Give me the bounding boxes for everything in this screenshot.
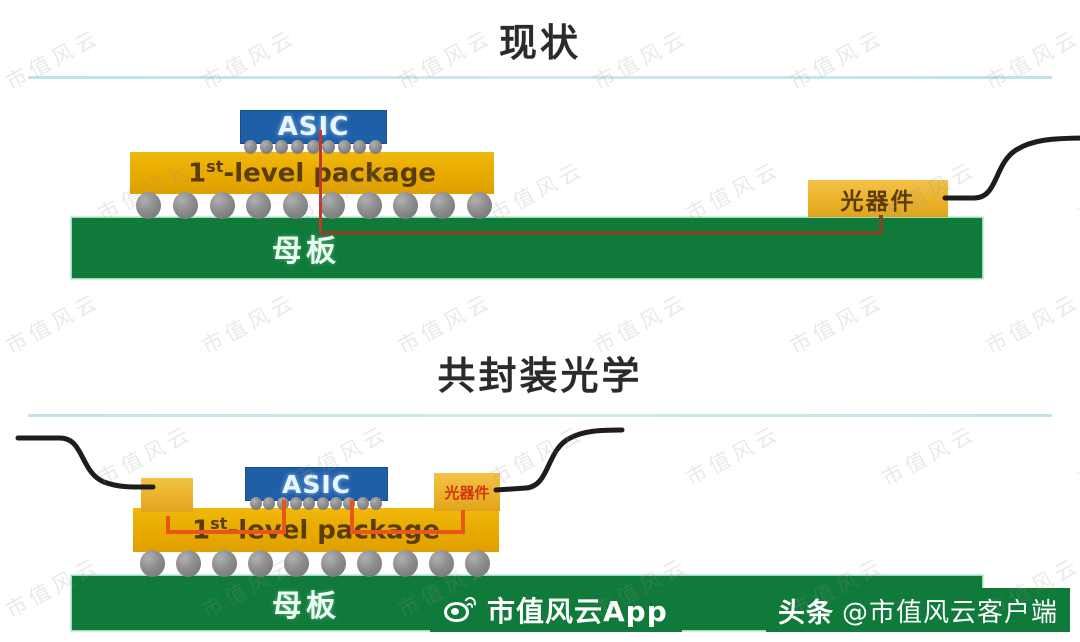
optical-device-right-cpo: 光器件 — [434, 473, 500, 511]
trace-left-vertical-optic-cpo — [166, 516, 170, 534]
optical-device-current: 光器件 — [808, 180, 948, 217]
optical-fiber-left-cpo — [15, 435, 156, 490]
trace-left-vertical-asic-cpo — [282, 500, 286, 534]
asic-label: ASIC — [277, 112, 350, 142]
package-label: 1st-level package — [188, 157, 436, 189]
optical-fiber-current — [942, 135, 1080, 201]
optical-device-label: 光器件 — [840, 188, 916, 215]
solder-ball-row-lower-current — [136, 192, 492, 219]
trace-right-vertical-optic-cpo — [461, 510, 465, 534]
trace-left-horizontal-cpo — [166, 530, 285, 534]
optical-device-left-cpo — [141, 478, 193, 512]
asic-die-current: ASIC — [240, 110, 387, 144]
watermark-text: 市值风云 — [0, 153, 2, 228]
divider-rule-top — [28, 76, 1052, 79]
motherboard-label: 母板 — [272, 234, 340, 269]
watermark-text: 市值风云 — [877, 420, 981, 491]
watermark-text: 市值风云 — [0, 417, 2, 492]
divider-rule-middle — [28, 414, 1052, 417]
weibo-watermark-text: 市值风云App — [487, 595, 668, 628]
solder-ball-row-lower-cpo — [140, 550, 490, 577]
trace-vertical-asic-current — [319, 130, 322, 233]
weibo-icon — [444, 595, 478, 624]
trace-right-horizontal-cpo — [350, 530, 465, 534]
solder-ball-row-upper-current — [244, 140, 382, 154]
footer-toutiao-watermark: 头条 @市值风云客户端 — [766, 588, 1071, 632]
optical-fiber-right-cpo — [493, 427, 625, 493]
section-title-current-state: 现状 — [498, 21, 581, 65]
watermark-text: 市值风云 — [1073, 420, 1080, 491]
trace-horizontal-motherboard-current — [319, 231, 883, 235]
watermark-text: 市值风云 — [681, 420, 785, 491]
asic-label-cpo: ASIC — [281, 469, 351, 499]
motherboard-label-cpo: 母板 — [272, 589, 340, 624]
trace-right-vertical-asic-cpo — [350, 500, 354, 534]
toutiao-brand-text: 头条 — [778, 597, 834, 629]
solder-ball-row-upper-cpo — [250, 497, 382, 510]
first-level-package-current: 1st-level package — [130, 152, 494, 194]
optical-device-right-label: 光器件 — [444, 483, 490, 502]
motherboard-current: 母板 — [72, 218, 982, 278]
footer-weibo-watermark: 市值风云App — [430, 588, 682, 632]
trace-vertical-optic-current — [879, 215, 883, 235]
asic-die-cpo: ASIC — [245, 467, 388, 501]
toutiao-handle-text: @市值风云客户端 — [842, 597, 1059, 628]
section-title-co-packaged-optics: 共封装光学 — [437, 354, 643, 398]
